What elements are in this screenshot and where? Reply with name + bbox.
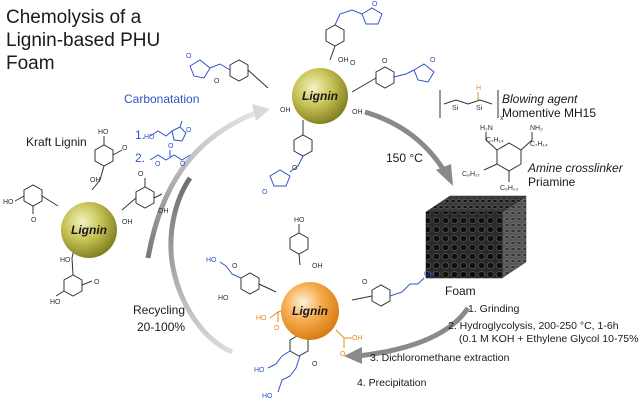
svg-text:O: O: [362, 279, 368, 286]
title-line-3: Foam: [6, 53, 55, 74]
svg-text:O: O: [312, 361, 318, 368]
svg-text:Si: Si: [476, 105, 483, 112]
depolymerised-lignin-structure: HO HO O OH O O HO OH HO HO HO O OH O: [206, 217, 435, 400]
svg-text:O: O: [186, 127, 192, 134]
svg-text:NH₂: NH₂: [530, 125, 543, 132]
svg-text:HO: HO: [98, 129, 109, 136]
temperature-label: 150 °C: [386, 151, 423, 165]
step-3: 3. Dichloromethane extraction: [370, 352, 510, 364]
svg-text:OH: OH: [122, 219, 133, 226]
carbonated-lignin-structure: OH OH OH O O O O O O O O: [186, 1, 436, 196]
svg-text:O: O: [274, 325, 280, 332]
svg-text:O: O: [340, 351, 346, 358]
svg-text:C₆H₁₃: C₆H₁₃: [500, 185, 518, 192]
svg-text:OH: OH: [424, 271, 435, 278]
svg-text:HO: HO: [294, 217, 305, 224]
svg-text:HO: HO: [254, 367, 265, 374]
svg-text:C₇H₁₄: C₇H₁₄: [486, 137, 504, 144]
carbonatation-label: Carbonatation: [124, 92, 199, 106]
chemolysis-arrow: [357, 306, 471, 359]
svg-text:C₇H₁₄: C₇H₁₄: [530, 141, 548, 148]
svg-text:HO: HO: [218, 295, 229, 302]
svg-text:OH: OH: [90, 177, 101, 184]
svg-text:OH: OH: [312, 263, 323, 270]
svg-text:O: O: [155, 161, 161, 168]
svg-text:H₂N: H₂N: [480, 125, 493, 132]
svg-text:O: O: [122, 145, 128, 152]
amine-crosslinker-product: Priamine: [528, 175, 576, 189]
svg-text:HO: HO: [3, 199, 14, 206]
svg-text:OH: OH: [338, 57, 349, 64]
amine-crosslinker-label: Amine crosslinker: [527, 161, 624, 175]
foaming-arrow: [364, 109, 448, 174]
priamine-structure: H₂N NH₂ C₇H₁₄ C₇H₁₄ C₈H₁₇ C₆H₁₃: [462, 125, 548, 192]
carbonated-lignin-core: [292, 68, 348, 124]
carbonatation-arrow: [145, 109, 259, 259]
step-2-detail: (0.1 M KOH + Ethylene Glycol 10-75% v/v): [459, 333, 640, 345]
svg-text:HO: HO: [256, 315, 267, 322]
blowing-agent-label: Blowing agent: [502, 92, 578, 106]
svg-text:HO: HO: [144, 134, 155, 141]
svg-text:O: O: [350, 60, 356, 67]
svg-text:O: O: [180, 161, 186, 168]
svg-text:O: O: [232, 263, 238, 270]
svg-text:HO: HO: [50, 299, 61, 306]
svg-text:C₈H₁₇: C₈H₁₇: [462, 171, 480, 178]
svg-text:O: O: [430, 57, 436, 64]
svg-text:OH: OH: [352, 109, 363, 116]
glycerol-carbonate-structure: HO O: [144, 120, 192, 142]
svg-text:x: x: [500, 115, 504, 122]
recycling-label-line-2: 20-100%: [137, 320, 185, 334]
step-4: 4. Precipitation: [357, 377, 427, 389]
svg-text:O: O: [372, 1, 378, 8]
svg-text:HO: HO: [206, 257, 217, 264]
carbonatation-arrowhead: [252, 104, 270, 121]
carbonated-lignin-core-label: Lignin: [302, 89, 338, 103]
svg-text:O: O: [94, 279, 100, 286]
kraft-lignin-structure: HO OH HO O O OH OH HO HO O O: [3, 129, 169, 306]
svg-text:O: O: [31, 217, 37, 224]
foaming-arrowhead: [436, 164, 453, 186]
carbonatation-step-1: 1.: [135, 128, 145, 142]
depolymerised-lignin-core-label: Lignin: [292, 304, 328, 318]
svg-text:HO: HO: [262, 393, 273, 400]
svg-text:OH: OH: [158, 208, 169, 215]
foam-label: Foam: [445, 284, 476, 298]
svg-text:O: O: [382, 58, 388, 65]
kraft-lignin-core-label: Lignin: [71, 223, 107, 237]
recycling-label-line-1: Recycling: [133, 303, 185, 317]
foam-cube: [425, 195, 527, 279]
chemolysis-arrowhead: [344, 347, 362, 364]
kraft-lignin-label: Kraft Lignin: [26, 135, 87, 149]
siloxane-structure: Si Si H x: [439, 85, 504, 122]
kraft-lignin-core: [61, 202, 117, 258]
svg-text:O: O: [168, 143, 174, 150]
dimethyl-carbonate-structure: O O O: [149, 143, 191, 168]
svg-text:HO: HO: [60, 257, 71, 264]
carbonatation-step-2: 2.: [135, 151, 145, 165]
step-1: 1. Grinding: [468, 303, 520, 315]
blowing-agent-product: Momentive MH15: [502, 106, 596, 120]
svg-text:OH: OH: [280, 107, 291, 114]
svg-text:H: H: [476, 85, 481, 92]
svg-text:O: O: [214, 78, 220, 85]
recycling-arrow: [168, 176, 234, 355]
svg-text:O: O: [138, 171, 144, 178]
title-line-2: Lignin-based PHU: [6, 30, 160, 51]
title-line-1: Chemolysis of a: [6, 7, 142, 28]
step-2: 2. Hydroglycolysis, 200-250 °C, 1-6h: [448, 320, 619, 332]
svg-text:Si: Si: [452, 105, 459, 112]
svg-text:O: O: [186, 53, 192, 60]
depolymerised-lignin-core: [281, 282, 339, 340]
svg-text:OH: OH: [352, 335, 363, 342]
svg-text:O: O: [262, 189, 268, 196]
